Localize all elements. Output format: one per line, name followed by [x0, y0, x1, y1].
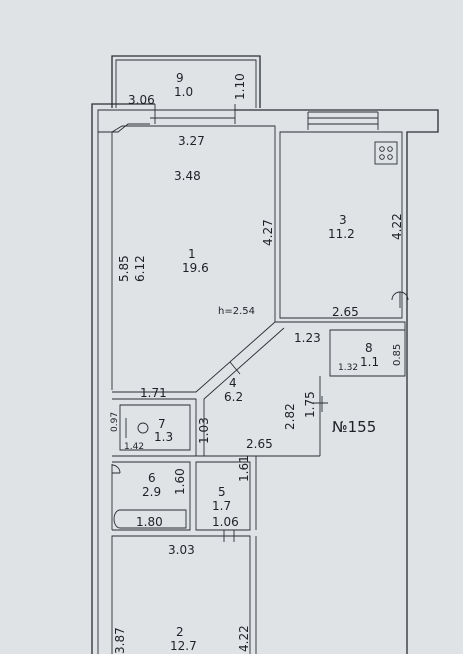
corridor-top-label: 1.23	[294, 331, 321, 345]
balcony-width-label: 3.06	[128, 93, 155, 107]
stove-icon	[374, 141, 398, 165]
corridor-diagonal-wall	[112, 321, 285, 456]
room-5-right-label: 1.61	[237, 455, 251, 482]
room-7-area: 1.3	[154, 430, 173, 444]
room-6-area: 2.9	[142, 485, 161, 499]
room-2-number: 2	[176, 625, 184, 639]
room-7-right-label: 1.03	[197, 417, 211, 444]
gas-riser-icon	[391, 291, 409, 308]
room-7-top-label: 1.71	[140, 386, 167, 400]
room-6-right-label: 1.60	[173, 468, 187, 495]
room-1-width-label: 3.48	[174, 169, 201, 183]
room-5-width-label: 1.06	[212, 515, 239, 529]
plan-number-label: №155	[332, 418, 376, 436]
ceiling-height-label: h=2.54	[218, 306, 255, 317]
corridor-bottom-label: 2.65	[246, 437, 273, 451]
room-7-outline	[112, 398, 197, 457]
room-6-number: 6	[148, 471, 156, 485]
room-8-outline	[290, 321, 406, 456]
room-5-area: 1.7	[212, 499, 231, 513]
room-1-top-label: 3.27	[178, 134, 205, 148]
room-1-outline	[111, 125, 290, 390]
room-1-left-outer-label: 5.85	[117, 255, 131, 282]
balcony-outline	[111, 55, 261, 108]
room-1-left-inner-label: 6.12	[133, 255, 147, 282]
entrance-mark	[312, 396, 328, 412]
room-6-door	[111, 464, 121, 474]
corridor-door	[229, 361, 241, 375]
room-2-door	[223, 530, 235, 542]
room-3-height-label: 4.22	[390, 213, 404, 240]
corridor-bottom-wall	[196, 455, 320, 530]
outer-wall-inner	[97, 109, 150, 654]
window-top-left	[150, 104, 236, 124]
room-1-right-label: 4.27	[261, 219, 275, 246]
room-1-number: 1	[188, 247, 196, 261]
bathtub-icon	[113, 509, 187, 529]
room-7-width-label: 1.42	[124, 442, 144, 452]
bath-width-label: 1.80	[136, 515, 163, 529]
room-2-width-label: 3.03	[168, 543, 195, 557]
room-8-height-label: 0.85	[392, 344, 403, 366]
window-top-right	[307, 111, 379, 130]
room-5-number: 5	[218, 485, 226, 499]
sink-icon	[137, 422, 149, 434]
room-2-outline	[111, 535, 257, 654]
room-8-area: 1.1	[360, 355, 379, 369]
balcony-inner	[115, 59, 257, 108]
left-notch	[98, 123, 150, 133]
room-7-left-label: 0.97	[110, 412, 120, 432]
room-2-left-label: 3.87	[113, 627, 127, 654]
room-3-number: 3	[339, 213, 347, 227]
corridor-left-label: 2.82	[283, 403, 297, 430]
outer-wall	[91, 103, 439, 654]
balcony-depth-label: 1.10	[233, 73, 247, 100]
room-3-width-label: 2.65	[332, 305, 359, 319]
corridor-right-label: 1.75	[303, 391, 317, 418]
room-6-outline	[111, 461, 191, 531]
room-7-number: 7	[158, 417, 166, 431]
room-3-area: 11.2	[328, 227, 355, 241]
room-9-area: 1.0	[174, 85, 193, 99]
room-3-outline	[279, 131, 403, 319]
room-9-number: 9	[176, 71, 184, 85]
room-2-area: 12.7	[170, 639, 197, 653]
room-8-width-label: 1.32	[338, 363, 358, 373]
room-5-outline	[195, 461, 251, 531]
room-4-area: 6.2	[224, 390, 243, 404]
room-1-area: 19.6	[182, 261, 209, 275]
room-4-number: 4	[229, 376, 237, 390]
room-8-number: 8	[365, 341, 373, 355]
room-2-right-label: 4.22	[237, 625, 251, 652]
